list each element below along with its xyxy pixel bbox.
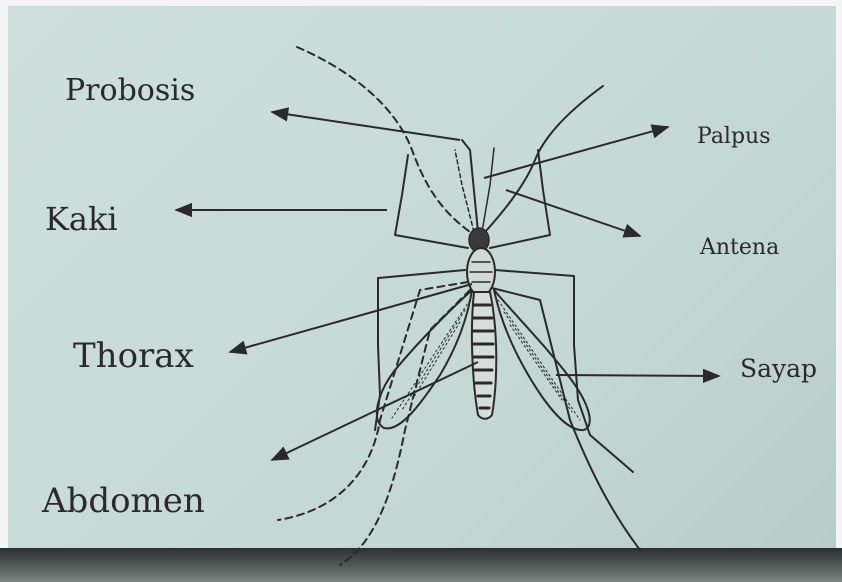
antenna-right — [485, 86, 603, 232]
label-palpus: Palpus — [697, 126, 771, 148]
hind-leg-left-2 — [340, 290, 470, 565]
label-arrows — [176, 112, 719, 460]
middle-leg-left — [375, 270, 465, 430]
label-antena: Antena — [700, 237, 779, 259]
hind-leg-left — [278, 282, 468, 520]
arrow-abdomen — [272, 362, 478, 460]
arrow-probosis — [272, 112, 460, 140]
arrow-antena — [506, 190, 640, 236]
arrow-thorax — [230, 284, 472, 352]
label-sayap: Sayap — [740, 356, 817, 381]
wing-right-veins — [498, 300, 580, 420]
abdomen-body — [472, 292, 496, 419]
front-leg-left — [395, 155, 468, 248]
front-leg-right — [490, 150, 550, 248]
palp-right — [482, 148, 494, 232]
arrow-palpus — [484, 127, 668, 178]
label-thorax: Thorax — [73, 339, 194, 373]
wing-left — [377, 290, 472, 428]
hind-leg-right — [492, 288, 640, 550]
label-abdomen: Abdomen — [42, 484, 205, 518]
arrow-sayap — [556, 375, 719, 376]
mosquito-illustration — [278, 47, 640, 565]
label-probosis: Probosis — [65, 76, 195, 106]
label-kaki: Kaki — [45, 203, 118, 235]
antenna-left — [297, 47, 470, 232]
